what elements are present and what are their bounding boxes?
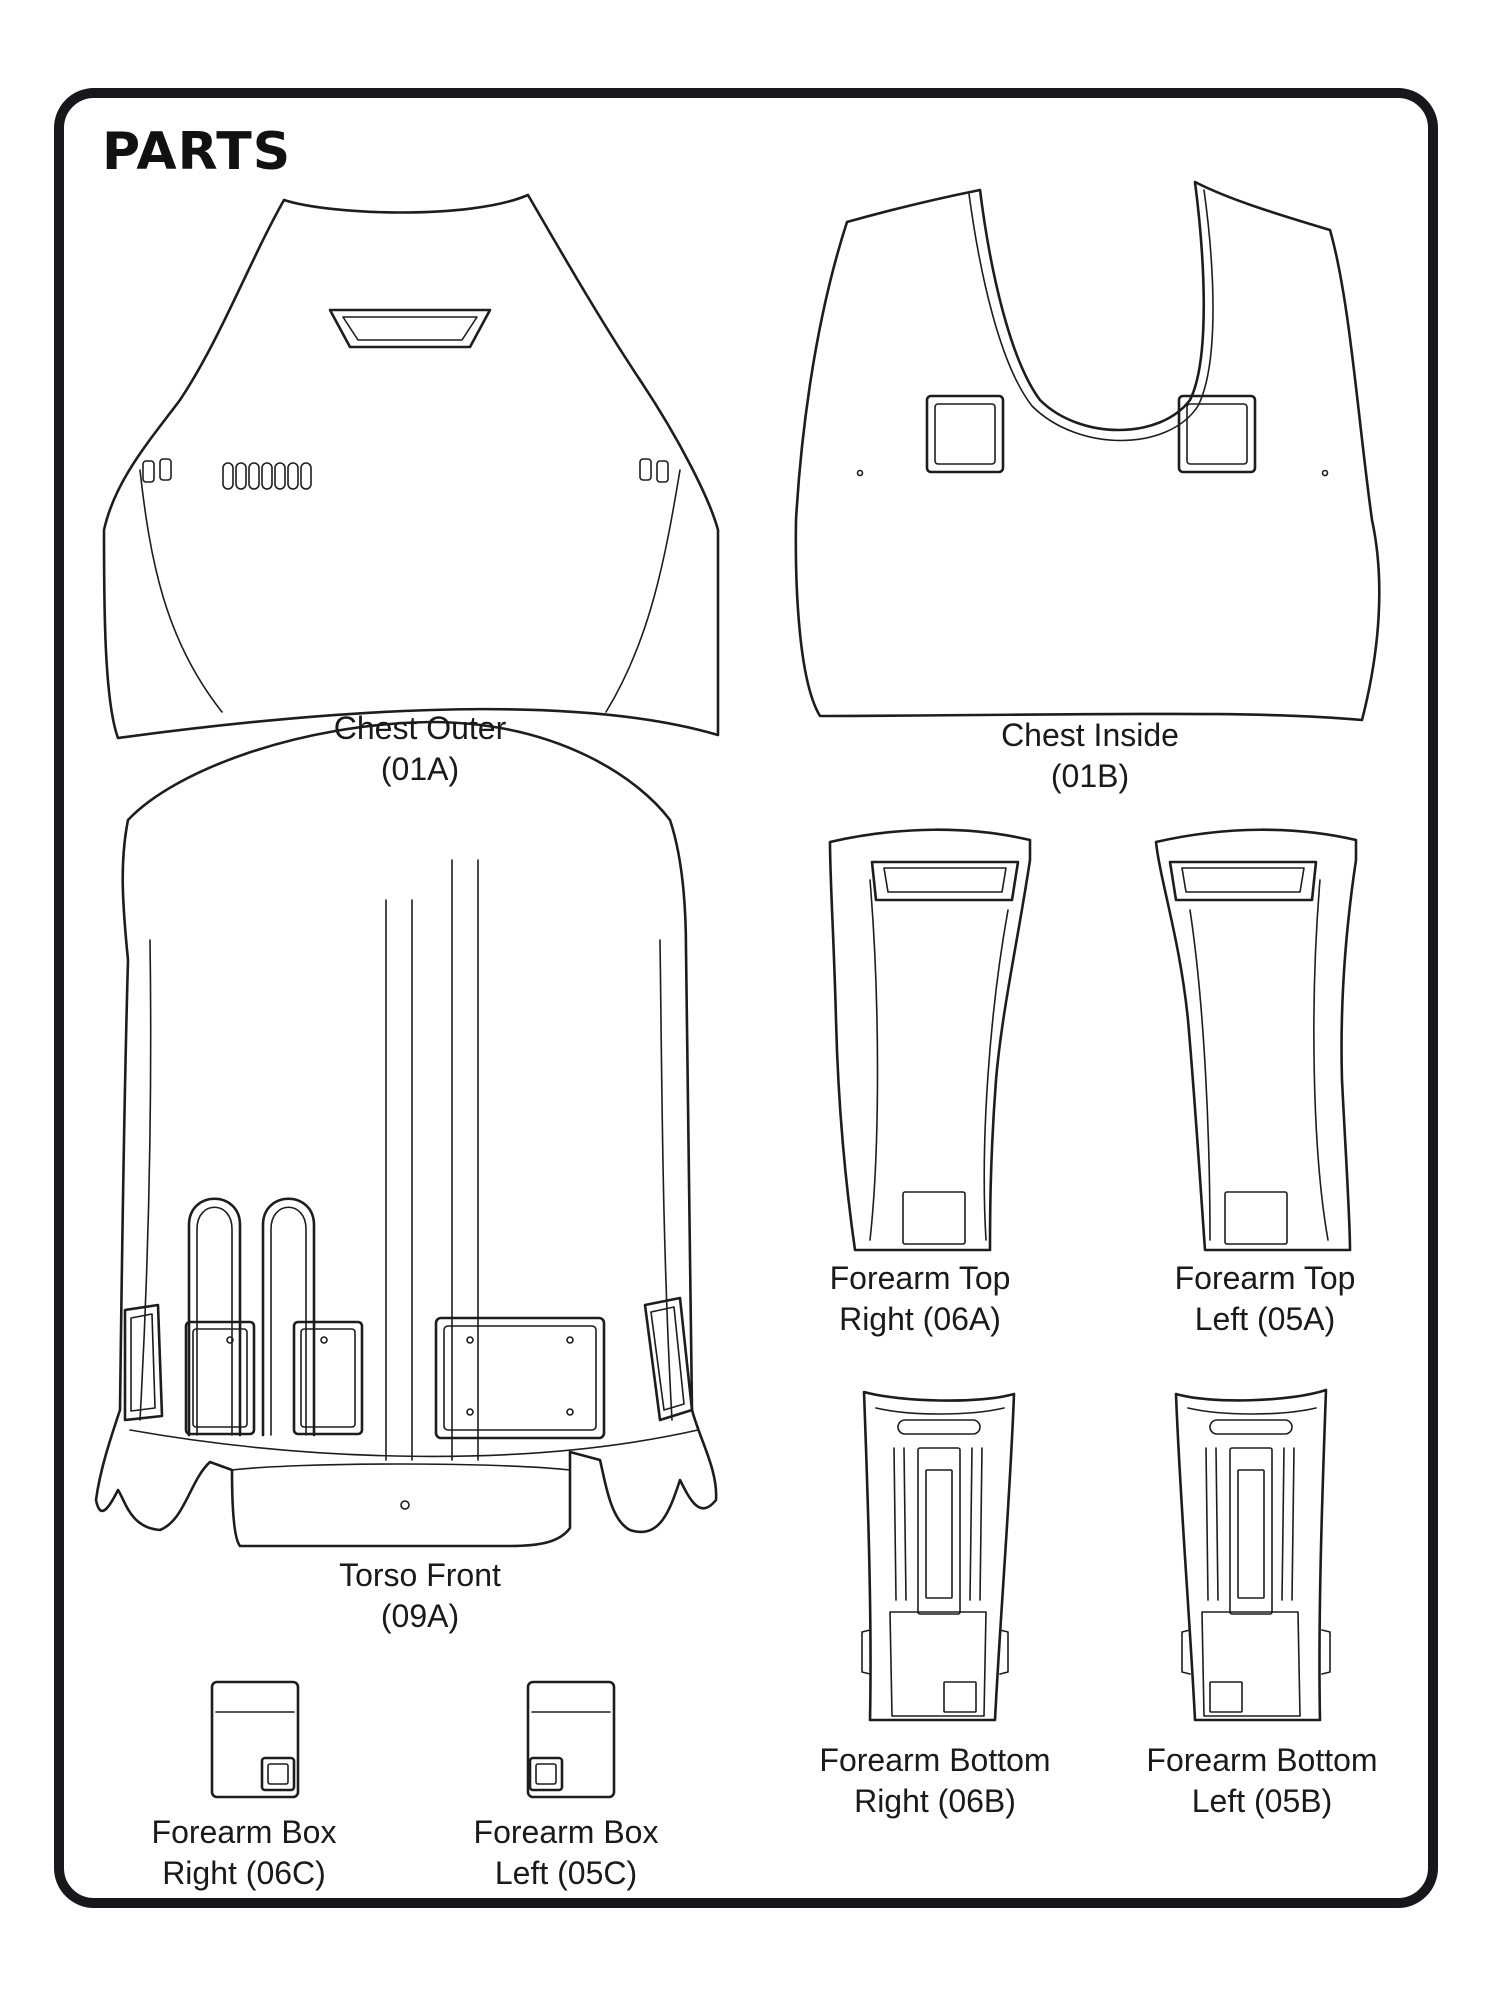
part-name: Forearm Bottom bbox=[1146, 1742, 1378, 1778]
part-name: Forearm Top bbox=[1174, 1260, 1356, 1296]
part-code: Right (06C) bbox=[162, 1855, 326, 1891]
part-code: (09A) bbox=[380, 1598, 460, 1634]
label-chest-outer: Chest Outer (01A) bbox=[290, 708, 550, 790]
chest-inside-drawing bbox=[794, 180, 1381, 722]
forearm-bottom-right-drawing bbox=[861, 1390, 1016, 1722]
forearm-box-left-drawing bbox=[526, 1680, 616, 1799]
parts-frame bbox=[54, 88, 1438, 1908]
forearm-box-right-drawing bbox=[210, 1680, 300, 1799]
part-code: Right (06B) bbox=[854, 1783, 1016, 1819]
label-chest-inside: Chest Inside (01B) bbox=[960, 715, 1220, 797]
label-forearm-bottom-right: Forearm Bottom Right (06B) bbox=[790, 1740, 1080, 1822]
label-forearm-box-right: Forearm Box Right (06C) bbox=[124, 1812, 364, 1894]
chest-outer-drawing bbox=[102, 193, 720, 740]
part-code: Left (05B) bbox=[1191, 1783, 1333, 1819]
part-code: Left (05C) bbox=[494, 1855, 638, 1891]
label-forearm-bottom-left: Forearm Bottom Left (05B) bbox=[1117, 1740, 1407, 1822]
part-code: Right (06A) bbox=[839, 1301, 1001, 1337]
forearm-top-right-drawing bbox=[828, 828, 1032, 1252]
torso-front-drawing bbox=[94, 720, 718, 1548]
part-code: (01A) bbox=[380, 751, 460, 787]
part-name: Forearm Top bbox=[829, 1260, 1011, 1296]
part-name: Torso Front bbox=[339, 1557, 501, 1593]
label-forearm-top-right: Forearm Top Right (06A) bbox=[800, 1258, 1040, 1340]
part-name: Forearm Bottom bbox=[819, 1742, 1051, 1778]
part-name: Chest Outer bbox=[333, 710, 507, 746]
label-torso-front: Torso Front (09A) bbox=[290, 1555, 550, 1637]
forearm-top-left-drawing bbox=[1154, 828, 1358, 1252]
label-forearm-top-left: Forearm Top Left (05A) bbox=[1145, 1258, 1385, 1340]
page-title: PARTS bbox=[102, 122, 292, 182]
part-code: (01B) bbox=[1050, 758, 1130, 794]
part-name: Forearm Box bbox=[151, 1814, 337, 1850]
forearm-bottom-left-drawing bbox=[1174, 1388, 1331, 1722]
part-code: Left (05A) bbox=[1194, 1301, 1336, 1337]
part-name: Chest Inside bbox=[1001, 717, 1179, 753]
part-name: Forearm Box bbox=[473, 1814, 659, 1850]
label-forearm-box-left: Forearm Box Left (05C) bbox=[446, 1812, 686, 1894]
